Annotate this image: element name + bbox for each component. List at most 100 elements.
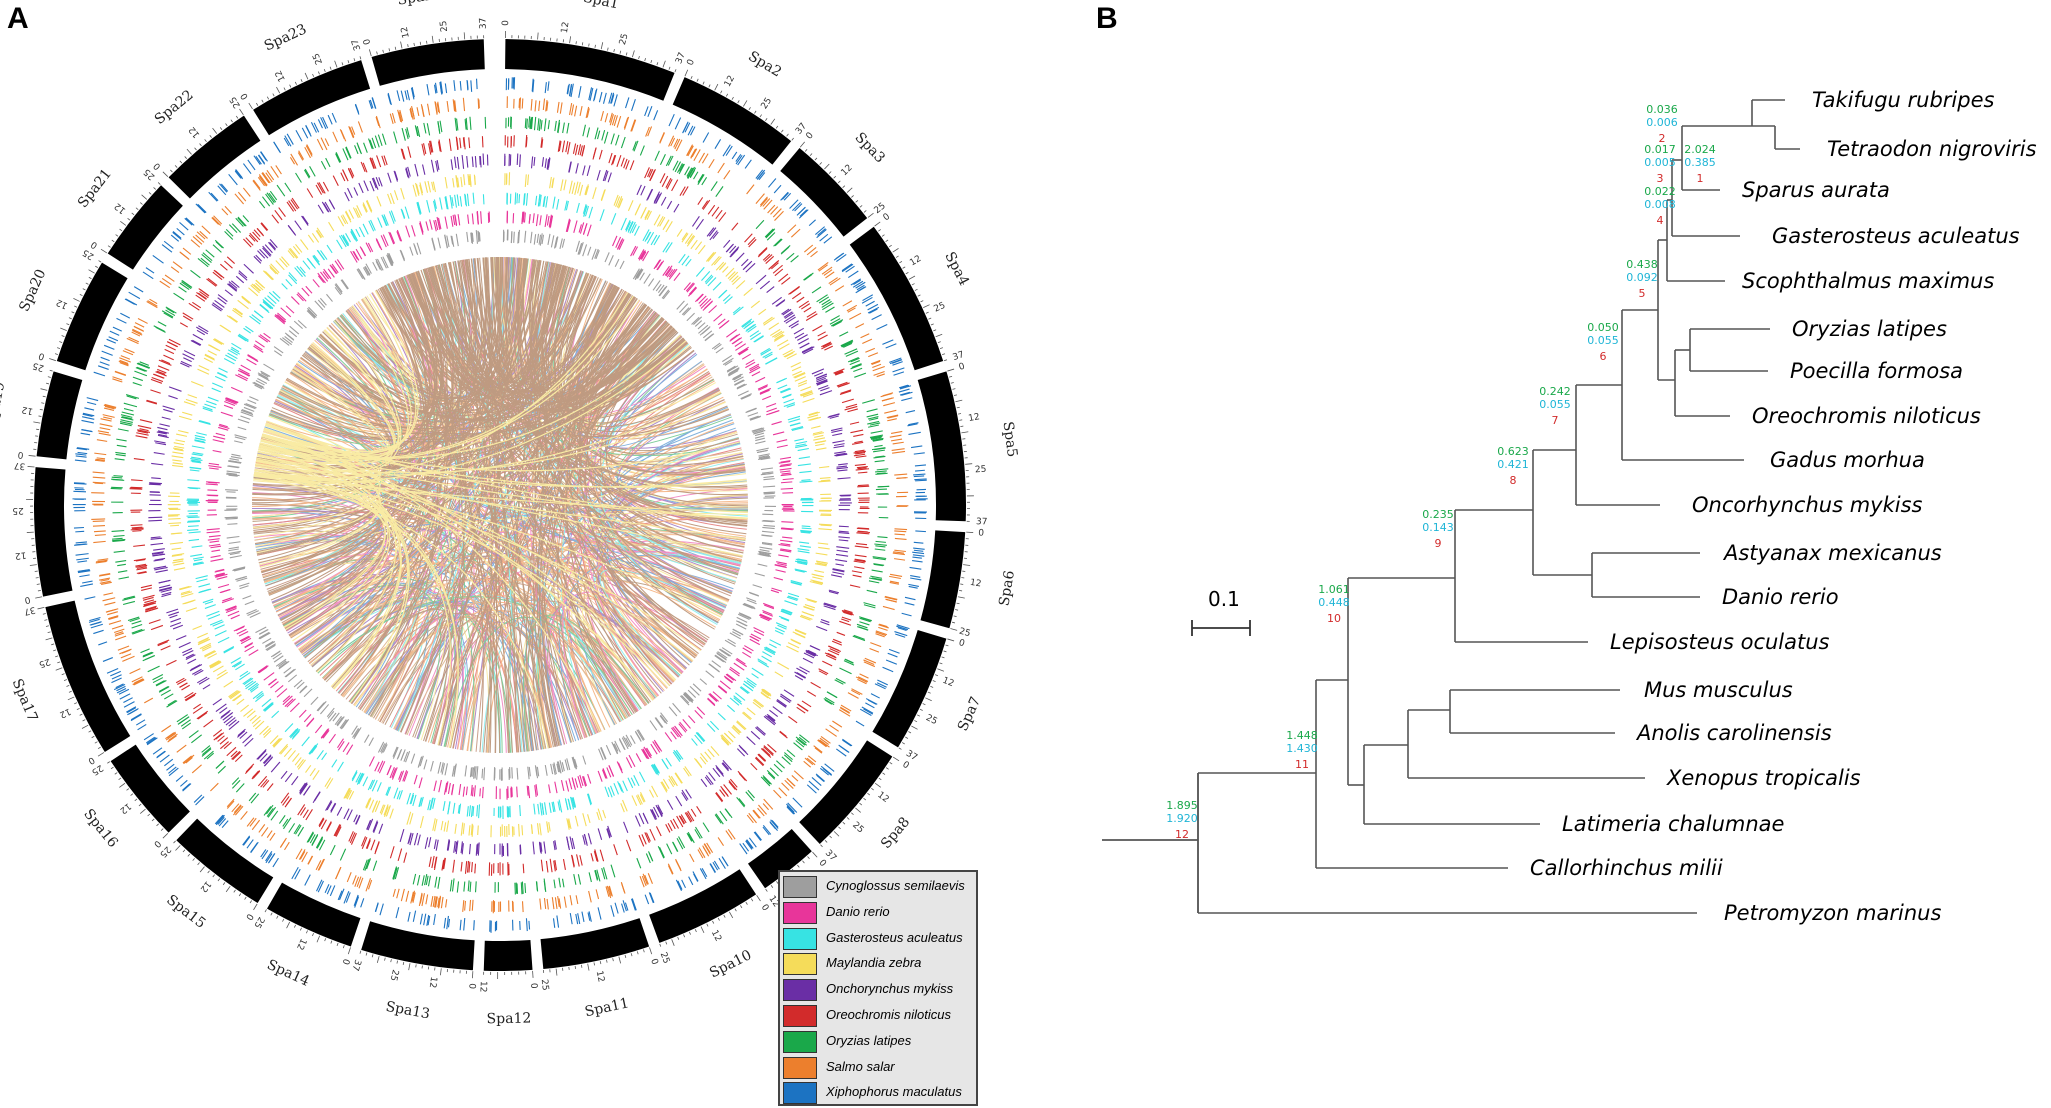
legend-item: Oreochromis niloticus bbox=[780, 1003, 976, 1029]
taxon-label: Mus musculus bbox=[1644, 678, 1793, 702]
legend-item: Onchorynchus mykiss bbox=[780, 977, 976, 1003]
node-value-cyan: 0.006 bbox=[1646, 116, 1678, 129]
node-value-cyan: 0.385 bbox=[1684, 156, 1716, 169]
node-value-cyan: 0.055 bbox=[1539, 398, 1571, 411]
chromosome-label: Spa11 bbox=[583, 995, 630, 1020]
chromosome-label: Spa13 bbox=[384, 999, 431, 1023]
chromosome-Spa21 bbox=[107, 185, 183, 270]
node-value-cyan: 1.920 bbox=[1166, 812, 1198, 825]
legend-swatch bbox=[783, 1056, 817, 1079]
tick-label: 25 bbox=[932, 301, 947, 315]
chromosome-Spa6 bbox=[920, 530, 966, 629]
node-id: 11 bbox=[1295, 758, 1309, 771]
tick-label: 37 bbox=[976, 517, 988, 527]
tick-label: 0 bbox=[23, 594, 31, 605]
chromosome-Spa16 bbox=[110, 744, 190, 833]
chromosome-Spa8 bbox=[799, 740, 893, 844]
chromosome-Spa12 bbox=[483, 939, 533, 971]
tick-label: 12 bbox=[400, 26, 412, 39]
panel-a-label: A bbox=[7, 2, 29, 35]
node-value-cyan: 0.448 bbox=[1318, 596, 1350, 609]
tick-label: 0 bbox=[86, 754, 96, 766]
tick-label: 37 bbox=[478, 17, 488, 29]
tick-label: 25 bbox=[924, 713, 939, 727]
tick-label: 37 bbox=[14, 460, 26, 471]
tick-label: 0 bbox=[882, 212, 893, 224]
taxon-label: Callorhinchus milii bbox=[1530, 856, 1723, 880]
tick-label: 12 bbox=[839, 163, 854, 178]
legend-label: Xiphophorus maculatus bbox=[826, 1084, 962, 1100]
tick-label: 25 bbox=[311, 51, 325, 65]
taxon-label: Gasterosteus aculeatus bbox=[1772, 224, 2020, 248]
tick-label: 12 bbox=[723, 74, 737, 89]
legend-swatch bbox=[783, 876, 817, 898]
tick-label: 25 bbox=[618, 32, 631, 46]
chromosome-label: Spa4 bbox=[941, 249, 972, 288]
tick-label: 37 bbox=[674, 51, 688, 65]
taxon-label: Xenopus tropicalis bbox=[1666, 766, 1861, 790]
chromosome-Spa19 bbox=[36, 371, 83, 460]
tick-label: 0 bbox=[362, 37, 373, 46]
tick-label: 0 bbox=[152, 160, 163, 171]
tick-label: 25 bbox=[37, 656, 51, 669]
tick-label: 12 bbox=[941, 676, 955, 690]
node-value-green: 0.235 bbox=[1422, 508, 1454, 521]
legend-item: Gasterosteus aculeatus bbox=[780, 926, 976, 952]
chromosome-Spa14 bbox=[267, 882, 361, 947]
chromosome-label: Spa22 bbox=[152, 87, 197, 128]
node-value-green: 0.050 bbox=[1587, 321, 1619, 334]
chromosome-label: Spa12 bbox=[486, 1011, 531, 1028]
chromosome-label: Spa2 bbox=[745, 48, 784, 80]
tick-label: 12 bbox=[875, 790, 890, 805]
legend-swatch bbox=[783, 1005, 817, 1027]
tick-label: 12 bbox=[294, 937, 308, 952]
node-id: 5 bbox=[1639, 287, 1646, 300]
chromosome-Spa17 bbox=[45, 600, 131, 752]
tick-label: 0 bbox=[686, 58, 698, 67]
tick-label: 0 bbox=[89, 239, 99, 251]
taxon-label: Oreochromis niloticus bbox=[1752, 404, 1981, 428]
tick-label: 12 bbox=[55, 296, 70, 310]
tick-label: 12 bbox=[427, 976, 438, 989]
tick-label: 0 bbox=[501, 20, 511, 26]
legend-item: Oryzias latipes bbox=[780, 1029, 976, 1055]
legend-swatch bbox=[783, 901, 817, 924]
chromosome-Spa15 bbox=[176, 818, 274, 904]
tick-label: 0 bbox=[239, 91, 251, 101]
chromosome-label: Spa19 bbox=[0, 380, 8, 427]
chromosome-label: Spa17 bbox=[9, 677, 41, 724]
taxon-label: Oncorhynchus mykiss bbox=[1692, 493, 1923, 517]
tick-label: 0 bbox=[957, 638, 966, 649]
chromosome-Spa1 bbox=[505, 39, 675, 101]
chromosome-label: Spa3 bbox=[852, 130, 888, 167]
node-id: 6 bbox=[1600, 350, 1607, 363]
node-value-cyan: 0.005 bbox=[1644, 156, 1676, 169]
tick-label: 37 bbox=[23, 604, 36, 616]
legend-item: Salmo salar bbox=[780, 1055, 976, 1081]
tick-label: 25 bbox=[388, 968, 400, 981]
chromosome-label: Spa7 bbox=[955, 694, 984, 733]
legend-item: Danio rerio bbox=[780, 900, 976, 926]
taxon-label: Lepisosteus oculatus bbox=[1610, 630, 1830, 654]
chromosome-Spa13 bbox=[361, 921, 475, 971]
tick-label: 37 bbox=[349, 958, 362, 972]
taxon-label: Danio rerio bbox=[1722, 585, 1839, 609]
node-value-green: 0.438 bbox=[1626, 258, 1658, 271]
tick-label: 12 bbox=[594, 970, 606, 983]
tick-label: 25 bbox=[251, 915, 265, 930]
node-value-cyan: 0.055 bbox=[1587, 334, 1619, 347]
node-id: 7 bbox=[1552, 414, 1559, 427]
panel-b-label: B bbox=[1096, 2, 1118, 35]
node-value-cyan: 0.421 bbox=[1497, 458, 1529, 471]
tick-label: 25 bbox=[31, 360, 45, 373]
tick-label: 0 bbox=[243, 911, 255, 921]
chromosome-Spa5 bbox=[917, 371, 966, 522]
chromosome-label: Spa1 bbox=[582, 0, 620, 12]
node-annotations: 2.0240.38510.0360.00620.0170.00530.0220.… bbox=[1166, 103, 1716, 841]
node-value-green: 0.017 bbox=[1644, 143, 1676, 156]
chromosome-label: Spa16 bbox=[80, 806, 121, 851]
tick-label: 12 bbox=[58, 705, 73, 719]
chromosome-Spa7 bbox=[872, 630, 947, 748]
